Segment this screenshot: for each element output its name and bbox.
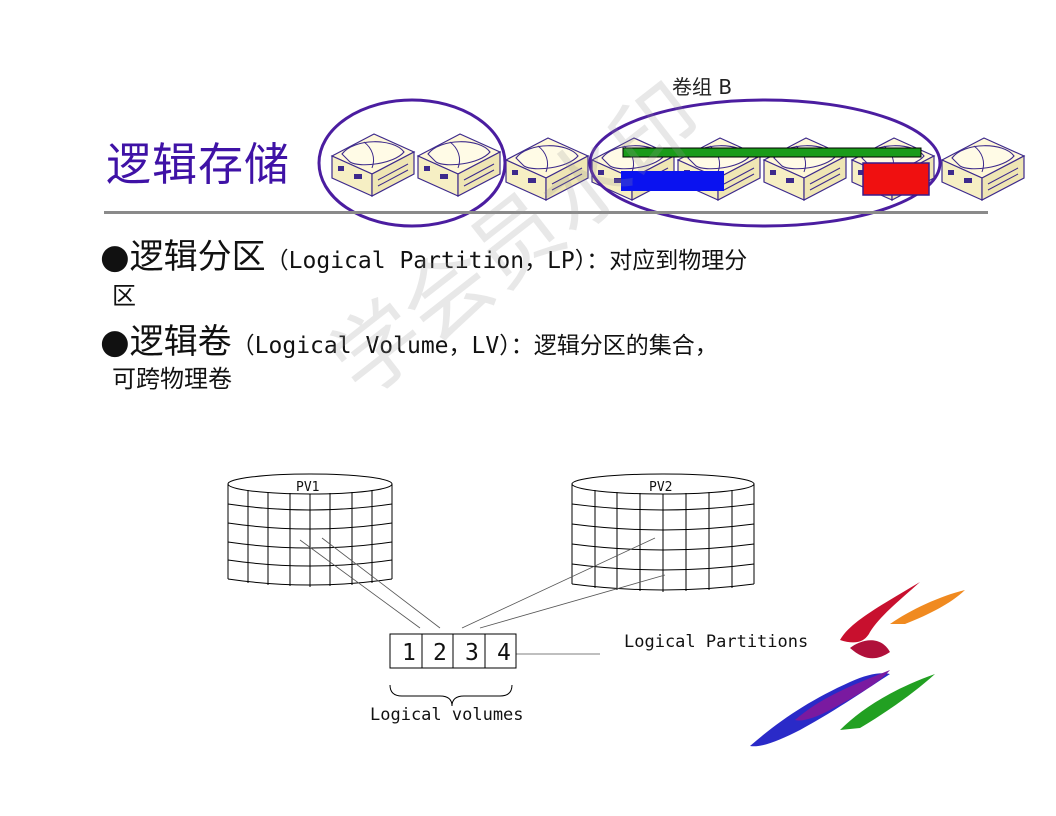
bullet-dot-icon: ● [100, 322, 130, 362]
pv-lv-diagram: PV1 PV2 1 2 3 4 [227, 473, 755, 707]
volume-group-a-circle [317, 98, 507, 228]
disk-icon-1 [331, 133, 415, 197]
logical-volumes-label: Logical volumes [370, 705, 524, 725]
bullet-continuation: 区 [112, 282, 136, 310]
partition-connector-lines [299, 537, 666, 655]
green-logical-volume-bar [622, 147, 922, 158]
bullet-description: （Logical Volume，LV）：逻辑分区的集合， [231, 333, 718, 359]
bullet-logical-partition: ●逻辑分区（Logical Partition，LP）：对应到物理分 [100, 240, 747, 274]
pv1-cylinder [227, 473, 393, 587]
volume-group-b-circle [588, 98, 942, 228]
lv-cell-1: 1 [402, 640, 416, 666]
bullet-description: （Logical Partition，LP）：对应到物理分 [265, 248, 748, 274]
volume-group-label: 卷组 B [672, 75, 733, 99]
title-divider [104, 211, 988, 214]
slide-title: 逻辑存储 [106, 138, 291, 191]
bullet-continuation: 可跨物理卷 [112, 365, 232, 393]
bullet-logical-volume: ●逻辑卷（Logical Volume，LV）：逻辑分区的集合， [100, 325, 718, 359]
logical-partitions-label: Logical Partitions [624, 632, 809, 652]
disk-icon-6 [763, 137, 847, 201]
logical-volume-cells: 1 2 3 4 [389, 633, 517, 669]
logical-volumes-brace [389, 684, 513, 707]
disk-icon-8 [941, 137, 1025, 201]
red-logical-volume-bar [862, 162, 930, 196]
pv2-label: PV2 [649, 480, 672, 495]
pv1-label: PV1 [296, 480, 319, 495]
lv-cell-2: 2 [433, 640, 447, 666]
lv-cell-3: 3 [465, 640, 479, 666]
blue-logical-volume-bar [621, 171, 724, 191]
bullet-dot-icon: ● [100, 237, 130, 277]
disk-row-illustration [317, 98, 1025, 228]
brush-stroke-logo [750, 582, 965, 747]
pv2-cylinder [571, 473, 755, 592]
lv-cell-4: 4 [497, 640, 511, 666]
bullet-term: 逻辑卷 [129, 322, 232, 362]
bullet-term: 逻辑分区 [129, 237, 266, 277]
